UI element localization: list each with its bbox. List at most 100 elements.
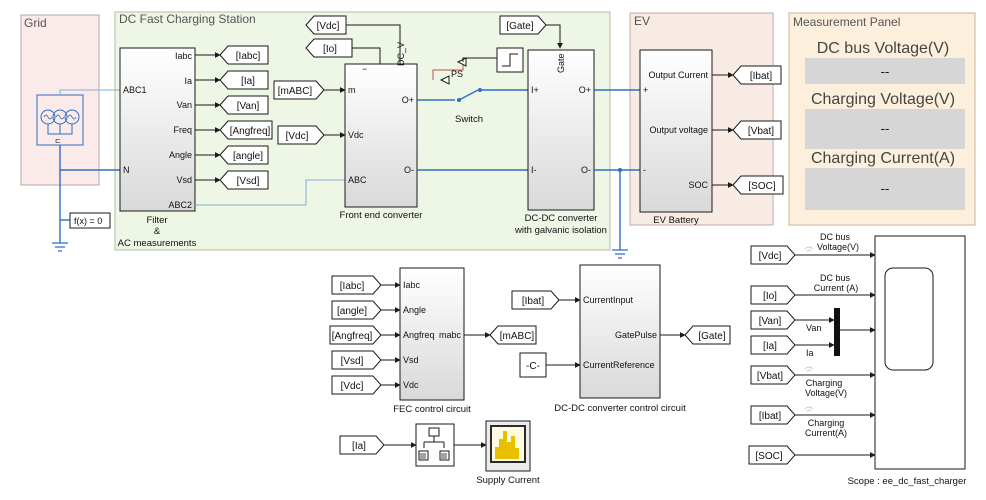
from-tag-ia-supply[interactable]: [Ia] xyxy=(339,435,385,455)
goto-tag-mabc[interactable]: [mABC] xyxy=(489,325,537,345)
from-tag-vdc-ctrl[interactable]: [Vdc] xyxy=(331,375,382,395)
svg-text:[Ibat]: [Ibat] xyxy=(750,71,772,82)
goto-tag-angfreq[interactable]: [Angfreq] xyxy=(219,120,273,140)
filter-block-name-1: Filter xyxy=(146,215,167,226)
switch-port-ps: PS xyxy=(451,69,463,79)
mux-block[interactable] xyxy=(834,308,840,356)
switch-block[interactable]: PS xyxy=(432,57,482,102)
from-tag-angfreq-ctrl[interactable]: [Angfreq] xyxy=(329,325,382,345)
step-block[interactable] xyxy=(496,47,524,73)
solver-config-block[interactable]: f(x) = 0 xyxy=(69,212,111,229)
goto-tag-vsd[interactable]: [Vsd] xyxy=(219,170,269,190)
goto-tag-soc[interactable]: [SOC] xyxy=(732,175,784,195)
svg-text:[Vdc]: [Vdc] xyxy=(286,131,309,142)
dcdc-ctrl-port-current-input: CurrentInput xyxy=(583,295,634,305)
goto-tag-vbat[interactable]: [Vbat] xyxy=(732,120,782,140)
filter-port-vsd: Vsd xyxy=(176,175,192,185)
signal-logging-icons xyxy=(804,246,814,412)
ev-battery-block[interactable]: + - Output Current Output voltage SOC xyxy=(639,49,713,213)
from-tag-ibat-ctrl[interactable]: [Ibat] xyxy=(511,290,560,310)
svg-text:[Iabc]: [Iabc] xyxy=(340,281,365,292)
display-charging-current[interactable] xyxy=(805,168,965,210)
svg-text:[Ibat]: [Ibat] xyxy=(522,296,544,307)
filter-port-abc2: ABC2 xyxy=(168,200,192,210)
spectrum-display-block[interactable] xyxy=(485,420,531,472)
fec-port-abc: ABC xyxy=(348,175,367,185)
from-tag-vbat-scope[interactable]: [Vbat] xyxy=(750,365,796,385)
goto-tag-van[interactable]: [Van] xyxy=(219,95,269,115)
display-charging-voltage[interactable] xyxy=(805,109,965,149)
from-tag-soc-scope[interactable]: [SOC] xyxy=(748,445,796,465)
goto-tag-angle[interactable]: [angle] xyxy=(219,145,269,165)
front-end-converter-block[interactable]: m Vdc ABC O+ O- DC_V − xyxy=(344,42,418,208)
switch-input-arrow-icon xyxy=(439,75,450,85)
display-dc-bus-voltage-value: -- xyxy=(881,64,890,79)
from-tag-ia-scope[interactable]: [Ia] xyxy=(750,335,796,355)
signal-label-van: Van xyxy=(806,323,821,333)
svg-text:[mABC]: [mABC] xyxy=(278,86,313,97)
fec-port-m: m xyxy=(348,85,356,95)
filter-block-name-2: & xyxy=(154,226,161,237)
svg-text:[mABC]: [mABC] xyxy=(500,331,535,342)
from-tag-ibat-scope[interactable]: [Ibat] xyxy=(750,405,796,425)
fec-ctrl-port-iabc: Iabc xyxy=(403,280,421,290)
constant-label: -C- xyxy=(526,361,540,372)
from-tag-van-scope[interactable]: [Van] xyxy=(750,310,796,330)
scope-block[interactable] xyxy=(874,235,966,470)
filter-port-angle: Angle xyxy=(169,150,192,160)
svg-text:[SOC]: [SOC] xyxy=(755,451,782,462)
from-tag-vsd-ctrl[interactable]: [Vsd] xyxy=(331,350,382,370)
from-tag-gate-top[interactable]: [Gate] xyxy=(499,15,547,35)
selector-block[interactable] xyxy=(415,423,455,467)
svg-text:[Ia]: [Ia] xyxy=(763,341,777,352)
filter-block[interactable]: ABC1 N Iabc Ia Van Freq Angle Vsd ABC2 xyxy=(119,47,196,212)
supply-current-name: Supply Current xyxy=(476,475,540,486)
svg-text:[angle]: [angle] xyxy=(233,151,263,162)
from-tag-io-scope[interactable]: [Io] xyxy=(750,285,796,305)
dcdc-block-name-1: DC-DC converter xyxy=(525,213,598,224)
svg-text:[Vbat]: [Vbat] xyxy=(748,126,774,137)
battery-port-soc: SOC xyxy=(688,180,708,190)
dcdc-converter-block[interactable]: I+ I- O+ O- Gate xyxy=(527,49,595,211)
filter-port-abc1: ABC1 xyxy=(123,85,147,95)
svg-text:[Io]: [Io] xyxy=(323,44,337,55)
fec-ctrl-port-vdc: Vdc xyxy=(403,380,419,390)
signal-label-dc-bus-voltage-1: DC bus xyxy=(820,232,851,242)
goto-tag-ibat[interactable]: [Ibat] xyxy=(732,65,782,85)
dcdc-port-o-plus: O+ xyxy=(579,85,591,95)
fec-ctrl-port-angfreq: Angfreq xyxy=(403,330,435,340)
from-tag-vdc-fec[interactable]: [Vdc] xyxy=(277,125,325,145)
goto-tag-io[interactable]: [Io] xyxy=(305,38,353,58)
battery-port-output-current: Output Current xyxy=(648,70,708,80)
display-dc-bus-voltage[interactable] xyxy=(805,58,965,84)
switch-block-name: Switch xyxy=(455,114,483,125)
fec-control-block[interactable]: Iabc Angle Angfreq Vsd Vdc mabc xyxy=(399,267,465,401)
display-charging-voltage-value: -- xyxy=(881,121,890,136)
fec-ctrl-port-vsd: Vsd xyxy=(403,355,419,365)
source-neutral-mark: ⊏ xyxy=(55,138,61,145)
goto-tag-gate[interactable]: [Gate] xyxy=(684,325,731,345)
svg-text:[Vbat]: [Vbat] xyxy=(757,371,783,382)
dcdc-control-block[interactable]: CurrentInput CurrentReference GatePulse xyxy=(579,264,661,399)
fec-block-name: Front end converter xyxy=(340,210,423,221)
svg-text:[Ibat]: [Ibat] xyxy=(759,411,781,422)
from-tag-angle-ctrl[interactable]: [angle] xyxy=(331,300,382,320)
svg-text:[Van]: [Van] xyxy=(759,316,782,327)
fec-port-vdc: Vdc xyxy=(348,130,364,140)
svg-text:[Vsd]: [Vsd] xyxy=(237,176,260,187)
area-ev-title: EV xyxy=(634,14,650,28)
goto-tag-vdc-top[interactable]: [Vdc] xyxy=(305,15,347,35)
from-tag-mabc[interactable]: [mABC] xyxy=(273,80,325,100)
fec-ctrl-port-mabc: mabc xyxy=(439,330,462,340)
constant-block[interactable]: -C- xyxy=(519,352,547,378)
signal-label-ia: Ia xyxy=(806,348,814,358)
goto-tag-iabc[interactable]: [Iabc] xyxy=(219,45,269,65)
from-tag-iabc-ctrl[interactable]: [Iabc] xyxy=(331,275,382,295)
svg-text:[Vdc]: [Vdc] xyxy=(317,21,340,32)
goto-tag-ia[interactable]: [Ia] xyxy=(219,70,269,90)
svg-text:[Gate]: [Gate] xyxy=(698,331,725,342)
from-tag-vdc-scope[interactable]: [Vdc] xyxy=(750,245,796,265)
dcdc-port-o-minus: O- xyxy=(581,165,591,175)
fec-port-o-plus: O+ xyxy=(402,95,414,105)
